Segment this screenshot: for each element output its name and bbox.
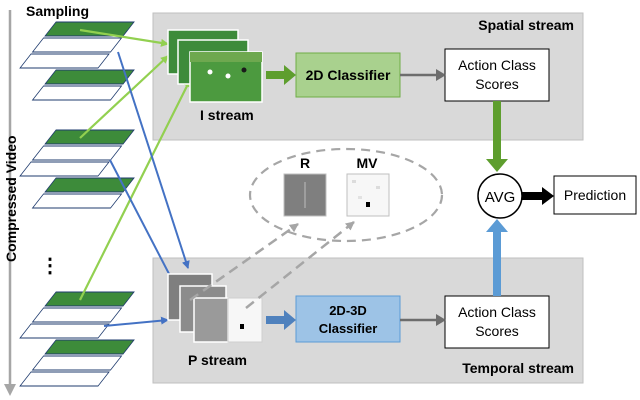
sampling-label: Sampling — [26, 3, 89, 19]
spatial-classifier-to-scores-arrow — [400, 69, 446, 81]
2d-classifier-label: 2D Classifier — [306, 67, 391, 83]
p-to-classifier-arrow — [266, 310, 296, 330]
prediction-box — [553, 175, 637, 215]
i-stream-frames — [167, 29, 263, 103]
p-stream-frames — [167, 273, 263, 343]
frames-ellipsis: ⋮ — [40, 255, 60, 277]
residual-image — [283, 173, 327, 217]
frame-stack-3 — [19, 291, 135, 387]
2d-3d-classifier-line1: 2D-3D — [329, 303, 367, 318]
mv-label: MV — [357, 155, 379, 171]
temporal-scores-line2: Scores — [475, 323, 519, 339]
temporal-classifier-to-scores-arrow — [400, 314, 446, 326]
2d-3d-classifier-box — [295, 295, 401, 343]
temporal-scores-line1: Action Class — [458, 304, 536, 320]
avg-to-prediction-arrow — [522, 187, 554, 205]
prediction-label: Prediction — [564, 187, 626, 203]
spatial-scores-to-avg-arrow — [486, 101, 508, 172]
compressed-video-axis — [4, 10, 16, 396]
i-stream-label: I stream — [200, 107, 254, 123]
callout-pointer-arrows — [189, 221, 355, 309]
temporal-scores-to-avg-arrow — [486, 219, 508, 296]
p-stream-label: P stream — [188, 352, 247, 368]
temporal-stream-title: Temporal stream — [462, 360, 574, 376]
2d-3d-classifier-line2: Classifier — [319, 321, 378, 336]
temporal-scores-box — [444, 295, 550, 349]
avg-label: AVG — [485, 189, 516, 206]
frame-stack-1 — [19, 21, 135, 101]
spatial-scores-line2: Scores — [475, 76, 519, 92]
p-frame-sampling-arrows — [103, 51, 190, 327]
spatial-scores-line1: Action Class — [458, 57, 536, 73]
spatial-stream-title: Spatial stream — [478, 17, 574, 33]
i-frame-sampling-arrows — [79, 28, 191, 301]
spatial-scores-box — [444, 48, 550, 102]
residual-label: R — [300, 155, 310, 171]
2d-classifier-box — [295, 52, 401, 98]
i-to-classifier-arrow — [266, 65, 296, 85]
residual-mv-callout — [248, 147, 444, 243]
compressed-video-label: Compressed Video — [3, 135, 19, 262]
frame-stack-2 — [19, 129, 135, 209]
